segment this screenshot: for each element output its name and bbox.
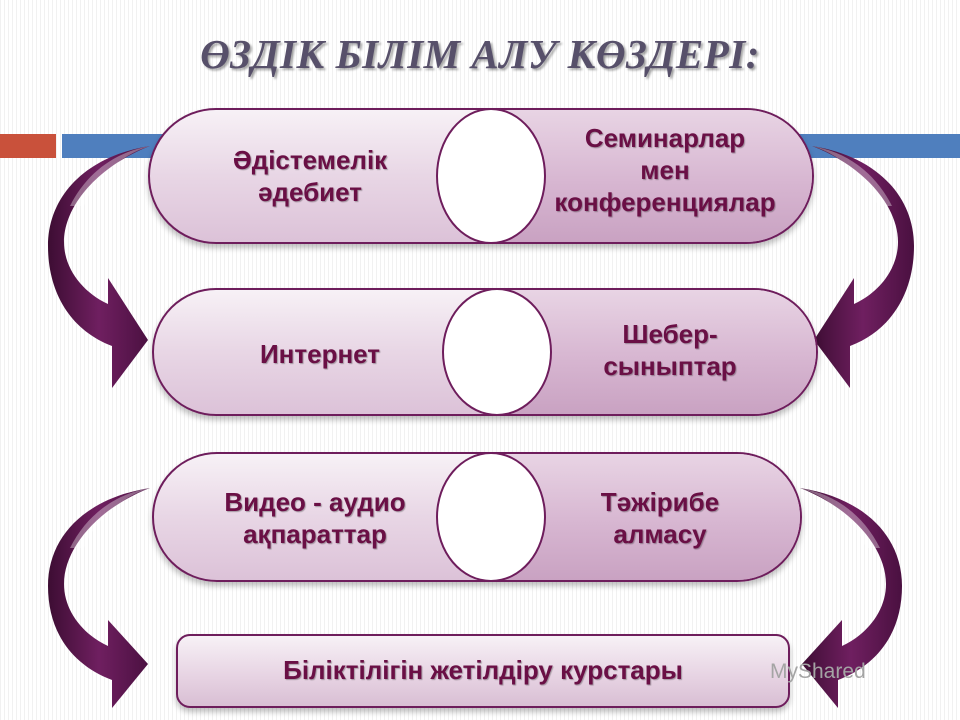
row1-left-label: Әдістемелік әдебиет (232, 145, 388, 207)
row1-connector-circle (436, 108, 546, 244)
final-label: Біліктілігін жетілдіру курстары (283, 655, 683, 685)
row2-connector-circle (442, 288, 552, 416)
row1-right-label: Семинарлар мен конференциялар (554, 123, 776, 217)
row2-right-label: Шебер- сыныптар (603, 319, 737, 381)
page-title: ӨЗДІК БІЛІМ АЛУ КӨЗДЕРІ: (200, 31, 760, 77)
row3-right-label: Тәжірибе алмасу (600, 487, 720, 549)
arrow-right-bottom (800, 488, 902, 708)
row3-left-label: Видео - аудио ақпараттар (224, 487, 406, 549)
row3-connector-circle (436, 452, 546, 582)
decor-bar-red (0, 134, 56, 158)
arrow-left-bottom (48, 488, 150, 708)
arrow-left-top (48, 146, 150, 388)
arrow-right-top (812, 146, 914, 388)
row2-left-label: Интернет (259, 339, 381, 369)
final-box (176, 634, 790, 708)
watermark-text: MyShared (770, 660, 866, 683)
